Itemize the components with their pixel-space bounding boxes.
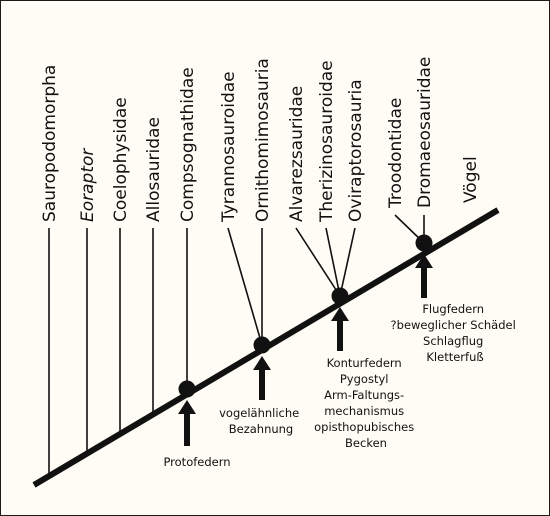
taxon-label: Compsognathidae: [178, 67, 198, 222]
taxon-label: Alvarezsauridae: [287, 86, 307, 222]
branch-alvarezsauridae: [295, 227, 341, 297]
arrow-up-icon: [253, 356, 271, 400]
node-note-flugfedern: Flugfedern ?beweglicher Schädel Schlagfl…: [391, 302, 520, 364]
node-dot-bezahnung: [253, 336, 271, 354]
taxon-label: Ornithomimosauria: [253, 58, 273, 222]
branch-tyrannosauroidae: [227, 227, 263, 346]
taxon-label: Troodontidae: [386, 98, 406, 209]
taxon-label: Allosauridae: [144, 117, 164, 222]
taxon-label: Oviraptorosauria: [346, 79, 366, 222]
node-dot-flugfedern: [415, 234, 433, 252]
arrow-up-icon: [178, 400, 196, 446]
taxon-label: Eoraptor: [78, 148, 98, 222]
taxon-label: Tyrannosauroidae: [219, 71, 239, 223]
arrow-up-icon: [415, 254, 433, 298]
node-note-bezahnung: vogelähnliche Bezahnung: [219, 406, 303, 436]
node-note-protofedern: Protofedern: [163, 455, 230, 469]
arrow-up-icon: [331, 307, 349, 351]
node-note-konturfedern: Konturfedern Pygostyl Arm-Faltungs- mech…: [314, 356, 418, 450]
branch-therizinosauroidae: [325, 227, 341, 297]
taxon-label: Therizinosauroidae: [317, 60, 337, 223]
taxon-label: Sauropodomorpha: [40, 65, 60, 222]
branch-oviraptorosauria: [339, 227, 356, 297]
node-dot-konturfedern: [331, 287, 349, 305]
taxon-label: Dromaeosauridae: [415, 57, 435, 208]
node-dot-protofedern: [178, 380, 196, 398]
taxon-label: Coelophysidae: [111, 97, 131, 222]
taxon-label: Vögel: [461, 156, 481, 203]
